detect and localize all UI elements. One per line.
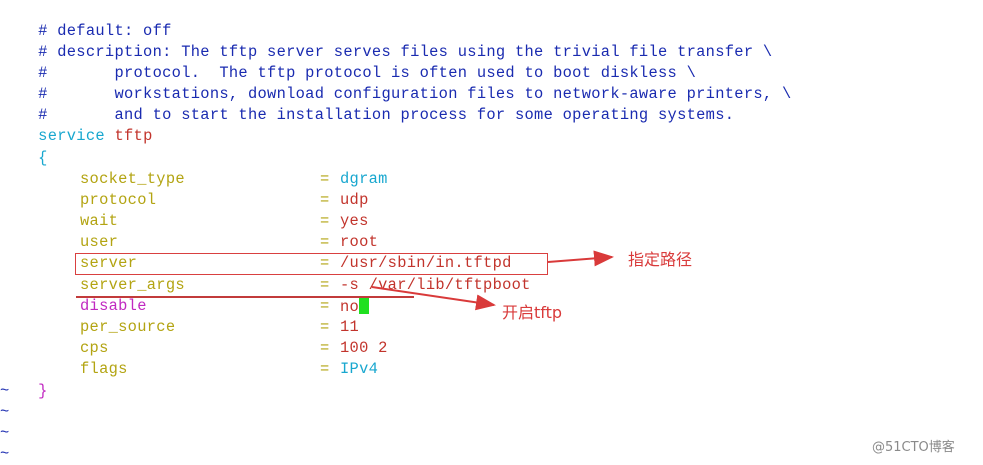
attribute-key: flags [80, 360, 128, 378]
attribute-value: 11 [340, 318, 360, 336]
comment-text: protocol. The tftp protocol is often use… [47, 64, 697, 82]
attribute-key: server_args [80, 276, 185, 294]
comment-line: # default: off [0, 0, 172, 40]
attribute-line: cps = 100 2 [0, 317, 387, 357]
attribute-eq: = [320, 318, 330, 336]
attribute-eq: = [320, 212, 330, 230]
attribute-eq: = [320, 191, 330, 209]
attribute-eq: = [320, 339, 330, 357]
attribute-line: socket_type = dgram [0, 148, 387, 188]
service-name: tftp [114, 127, 153, 145]
attribute-value: 100 2 [340, 339, 388, 357]
attribute-eq: = [320, 233, 330, 251]
disable-underline [76, 296, 414, 298]
attribute-eq: = [320, 276, 330, 294]
comment-line: # workstations, download configuration f… [0, 63, 792, 103]
attribute-value: IPv4 [340, 360, 379, 378]
attribute-line: user = root [0, 211, 378, 251]
server-args-highlight-box [75, 253, 548, 275]
comment-hash: # [38, 106, 48, 124]
comment-text: default: off [47, 22, 172, 40]
attribute-key: user [80, 233, 119, 251]
attribute-value: yes [340, 212, 369, 230]
comment-text: workstations, download configuration fil… [47, 85, 792, 103]
comment-line: # description: The tftp server serves fi… [0, 21, 772, 61]
comment-hash: # [38, 64, 48, 82]
attribute-eq: = [320, 254, 330, 272]
attribute-value: /usr/sbin/in.tftpd [340, 254, 512, 272]
attribute-eq: = [320, 170, 330, 188]
attribute-key: protocol [80, 191, 157, 209]
path-arrow [547, 250, 614, 267]
comment-text: and to start the installation process fo… [47, 106, 735, 124]
open-brace: { [38, 149, 48, 167]
comment-hash: # [38, 85, 48, 103]
empty-line-tilde: ~ [0, 403, 10, 421]
attribute-key: server [80, 254, 138, 272]
attribute-line: flags = IPv4 [0, 338, 378, 378]
attribute-key: wait [80, 212, 119, 230]
comment-line: # protocol. The tftp protocol is often u… [0, 42, 696, 82]
attribute-value: udp [340, 191, 369, 209]
attribute-line: wait = yes [0, 190, 368, 230]
path-annotation-label: 指定路径 [628, 250, 693, 269]
close-brace-line: } [0, 360, 48, 400]
watermark: @51CTO博客 [872, 440, 955, 455]
attribute-line: per_source = 11 [0, 296, 359, 336]
close-brace: } [38, 382, 48, 400]
attribute-value: -s /var/lib/tftpboot [340, 276, 531, 294]
comment-hash: # [38, 22, 48, 40]
comment-hash: # [38, 43, 48, 61]
attribute-line: protocol = udp [0, 169, 368, 209]
empty-line-tilde: ~ [0, 382, 10, 400]
service-line: service tftp [0, 105, 153, 145]
attribute-eq: = [320, 360, 330, 378]
attribute-value: dgram [340, 170, 388, 188]
attribute-line-disable: disable = no [0, 275, 370, 316]
enable-arrow [371, 286, 496, 311]
attribute-key: socket_type [80, 170, 185, 188]
attribute-eq: = [320, 297, 330, 315]
attribute-value: root [340, 233, 379, 251]
comment-line: # and to start the installation process … [0, 84, 734, 124]
text-cursor [359, 296, 370, 314]
attribute-key: cps [80, 339, 109, 357]
open-brace-line: { [0, 127, 48, 167]
attribute-key: disable [80, 297, 147, 315]
service-keyword: service [38, 127, 105, 145]
empty-line-tilde: ~ [0, 445, 10, 463]
attribute-line-server-args: server_args = -s /var/lib/tftpboot [0, 254, 530, 294]
attribute-key: per_source [80, 318, 176, 336]
comment-text: description: The tftp server serves file… [47, 43, 773, 61]
attribute-line: server = /usr/sbin/in.tftpd [0, 232, 511, 272]
empty-line-tilde: ~ [0, 424, 10, 442]
attribute-value: no [340, 298, 360, 316]
enable-annotation-label: 开启tftp [502, 303, 563, 322]
